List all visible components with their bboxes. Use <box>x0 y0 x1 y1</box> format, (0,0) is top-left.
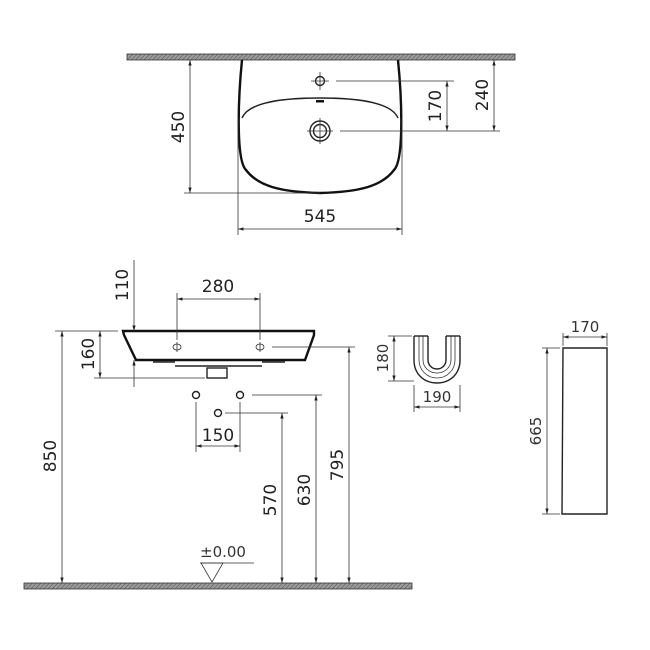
dim-150: 150 <box>202 426 234 446</box>
dim-630: 630 <box>295 474 315 506</box>
dim-tap-to-waste-170: 170 <box>426 90 446 122</box>
semi-pedestal-view: 180 190 <box>374 335 461 412</box>
front-view: 110 280 160 150 850 570 630 795 ±0.00 <box>23 260 413 590</box>
dim-depth-450: 450 <box>169 111 189 143</box>
overflow-slot <box>316 100 324 103</box>
dim-160: 160 <box>79 338 99 370</box>
dim-570: 570 <box>261 484 281 516</box>
floor-level-label: ±0.00 <box>200 543 246 561</box>
basin-outline-front <box>121 329 316 362</box>
supply-hole-right <box>235 390 245 400</box>
dim-pedestal-width-170: 170 <box>571 318 600 336</box>
dim-wall-to-waste-240: 240 <box>473 79 493 111</box>
floor-level-triangle <box>200 562 224 583</box>
dim-110: 110 <box>113 269 133 301</box>
floor-hatch <box>23 582 413 590</box>
top-view: 450 545 170 240 <box>126 53 516 235</box>
waste-pipe-stub <box>206 367 228 379</box>
full-pedestal-view: 170 665 <box>527 318 608 515</box>
full-pedestal-outline <box>561 347 608 515</box>
semi-pedestal-outline <box>413 336 461 384</box>
dim-795: 795 <box>328 449 348 481</box>
dim-850: 850 <box>41 440 61 472</box>
wall-hatch <box>126 53 516 61</box>
dim-190: 190 <box>423 388 452 406</box>
dim-width-545: 545 <box>304 207 336 227</box>
waste-hole <box>213 408 223 418</box>
dim-280: 280 <box>202 277 234 297</box>
basin-bowl-top <box>241 97 399 119</box>
supply-hole-left <box>191 390 201 400</box>
dim-180: 180 <box>374 344 392 373</box>
dim-pedestal-height-665: 665 <box>527 417 545 446</box>
